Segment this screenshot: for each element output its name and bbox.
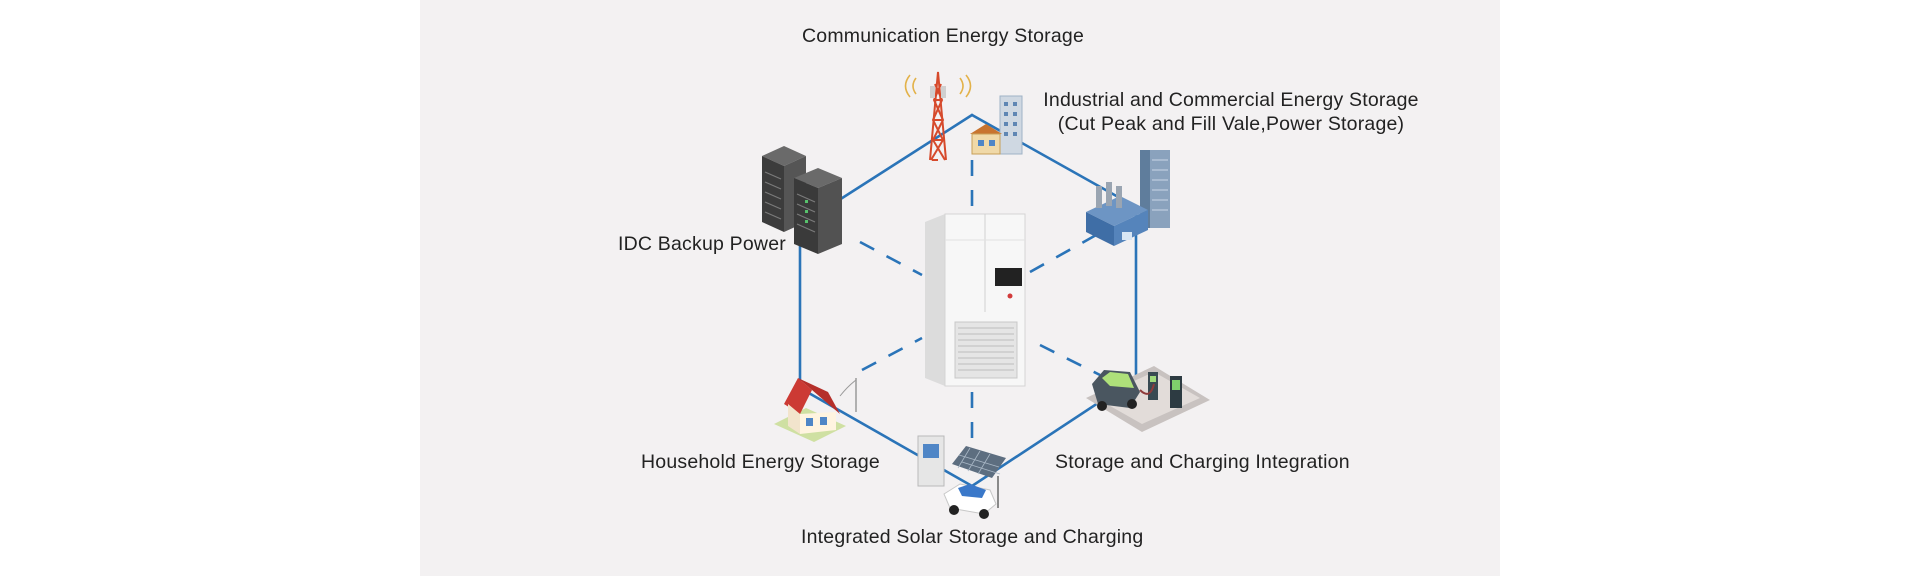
dashed-spokes (859, 160, 1101, 440)
label-integrated-solar-storage-charging: Integrated Solar Storage and Charging (801, 526, 1144, 548)
spoke-lower-left (861, 336, 923, 372)
label-industrial-line1: Industrial and Commercial Energy Storage (1043, 89, 1419, 111)
house-icon (774, 378, 857, 442)
label-communication-energy-storage: Communication Energy Storage (802, 25, 1084, 47)
communication-tower-icon (904, 71, 972, 161)
label-idc-backup-power: IDC Backup Power (618, 233, 786, 255)
energy-storage-cabinet-icon (925, 213, 1026, 387)
label-industrial-line2: (Cut Peak and Fill Vale,Power Storage) (1057, 113, 1405, 135)
label-household-energy-storage: Household Energy Storage (641, 451, 880, 473)
charging-station-icon (1086, 366, 1210, 432)
label-storage-charging-integration: Storage and Charging Integration (1055, 451, 1350, 473)
town-buildings-icon (970, 95, 1023, 155)
spoke-lower-right (1039, 343, 1101, 377)
spoke-upper-right (1029, 232, 1099, 274)
label-industrial-commercial-energy-storage: Industrial and Commercial Energy Storage… (1036, 88, 1426, 136)
industrial-plant-icon (1086, 150, 1170, 246)
solar-charging-icon (917, 435, 1006, 519)
server-rack-icon (762, 146, 842, 254)
spoke-upper-left (859, 240, 923, 277)
